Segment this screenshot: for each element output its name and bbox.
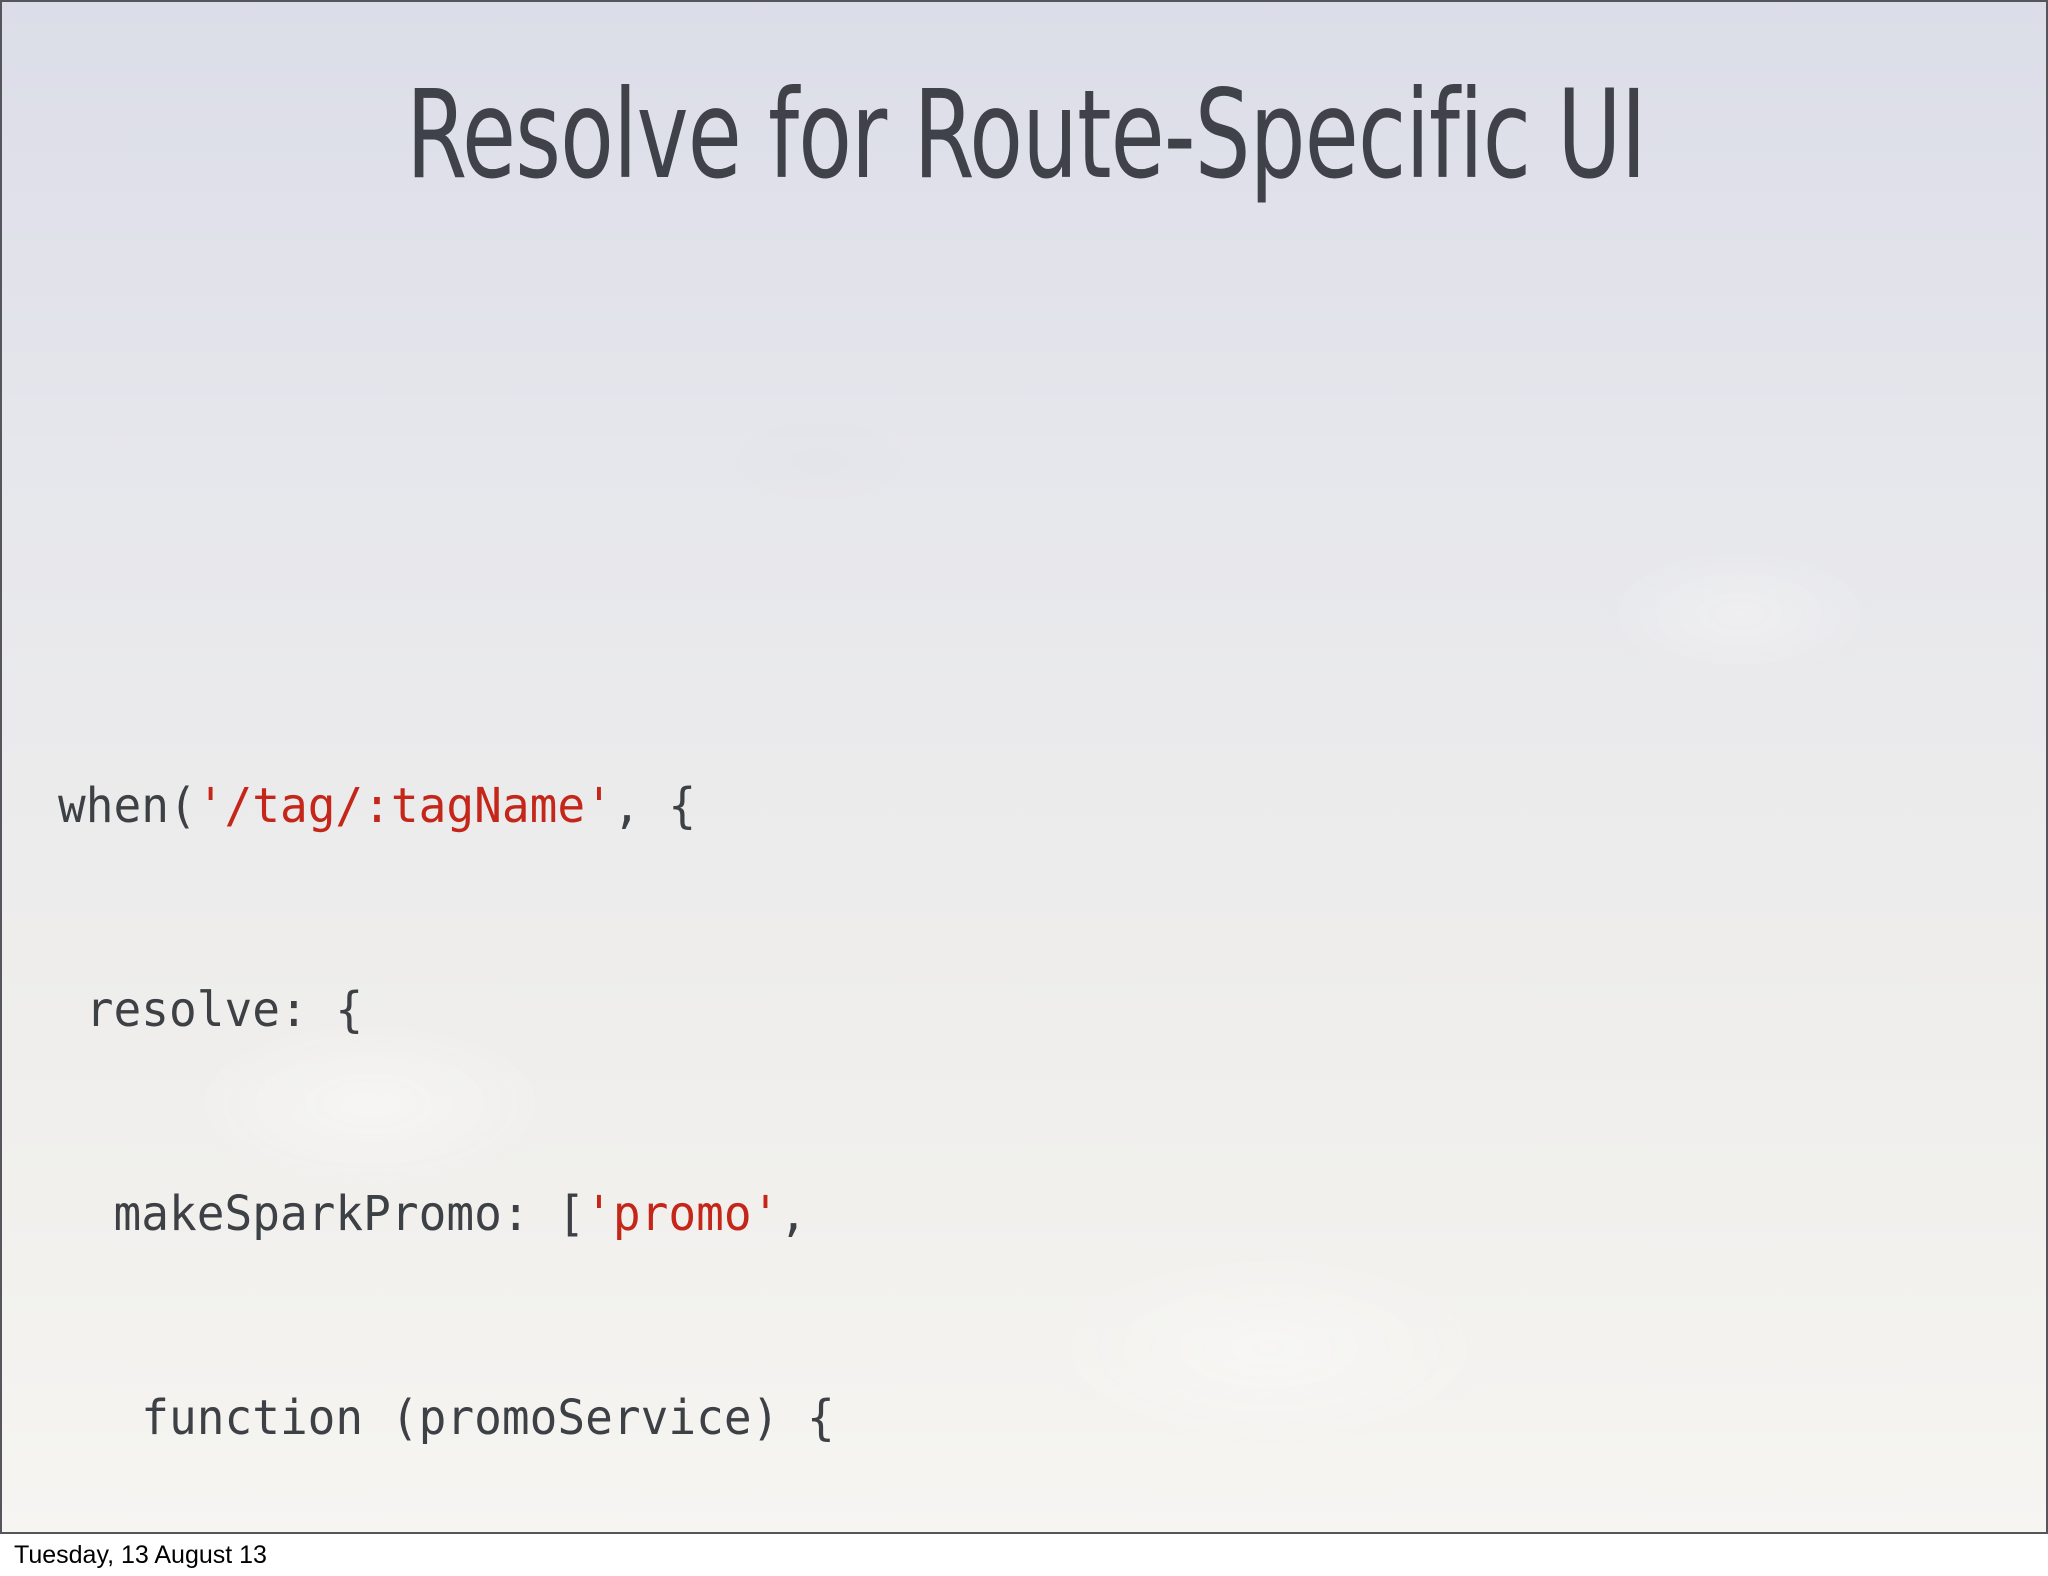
code-line: resolve: { xyxy=(58,976,1556,1044)
code-token: , { xyxy=(612,778,697,834)
code-token: , xyxy=(779,1186,808,1242)
code-block: when('/tag/:tagName', { resolve: { makeS… xyxy=(58,636,1556,1532)
code-token: makeSparkPromo: [ xyxy=(58,1186,586,1242)
slide-footer: Tuesday, 13 August 13 xyxy=(0,1534,2048,1576)
code-token: resolve: { xyxy=(58,982,364,1038)
code-line: makeSparkPromo: ['promo', xyxy=(58,1180,1556,1248)
code-line: when('/tag/:tagName', { xyxy=(58,772,1556,840)
code-string-literal: 'promo' xyxy=(585,1186,780,1242)
page-title: Resolve for Route-Specific UI xyxy=(406,64,1647,206)
code-token: function (promoService) { xyxy=(58,1390,835,1446)
code-string-literal: '/tag/:tagName' xyxy=(196,778,613,834)
code-line: function (promoService) { xyxy=(58,1384,1556,1452)
slide-canvas: Resolve for Route-Specific UI when('/tag… xyxy=(0,0,2048,1534)
code-token: when( xyxy=(58,778,197,834)
footer-date: Tuesday, 13 August 13 xyxy=(14,1541,267,1569)
